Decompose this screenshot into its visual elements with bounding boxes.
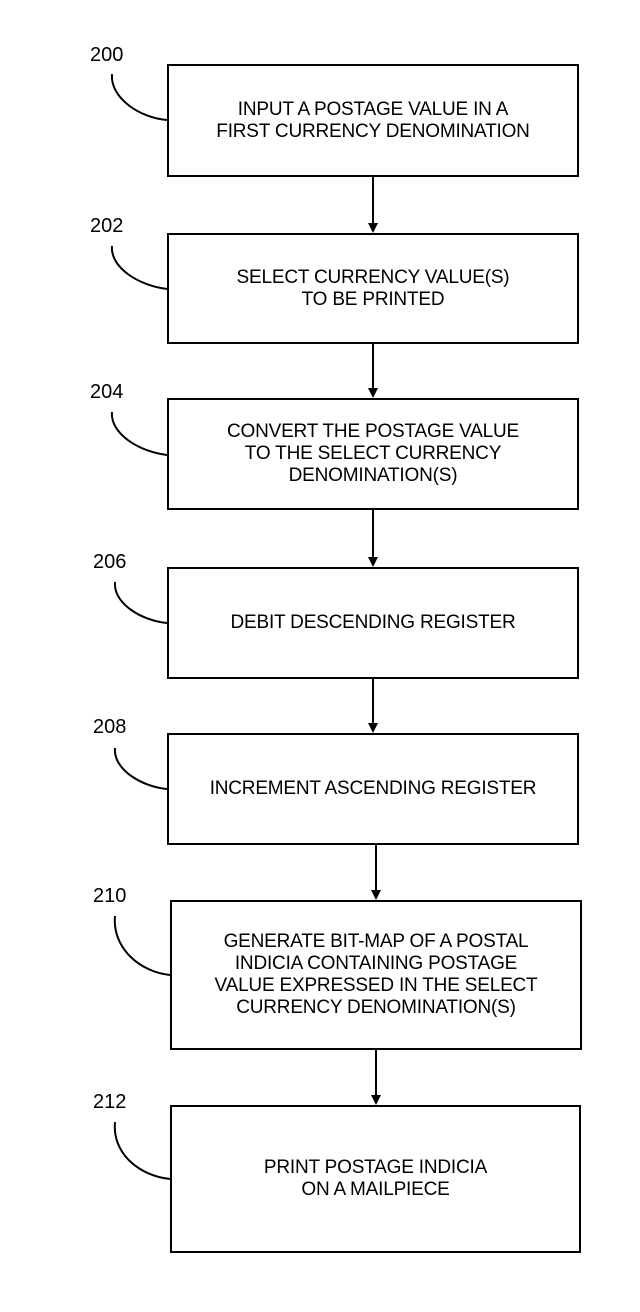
ref-label-202: 202: [90, 215, 123, 237]
step-text-204: CONVERT THE POSTAGE VALUE TO THE SELECT …: [227, 421, 519, 487]
step-text-208: INCREMENT ASCENDING REGISTER: [210, 778, 537, 800]
step-box-print-indicia: PRINT POSTAGE INDICIA ON A MAILPIECE: [170, 1105, 581, 1253]
step-box-debit-descending: DEBIT DESCENDING REGISTER: [167, 567, 579, 679]
leader-line-208: [115, 748, 167, 789]
step-text-200: INPUT A POSTAGE VALUE IN A FIRST CURRENC…: [216, 99, 529, 143]
step-text-206: DEBIT DESCENDING REGISTER: [231, 612, 516, 634]
step-text-202: SELECT CURRENCY VALUE(S) TO BE PRINTED: [237, 267, 510, 311]
leader-line-202: [112, 246, 167, 289]
ref-label-210: 210: [93, 885, 126, 907]
ref-label-204: 204: [90, 381, 123, 403]
leader-line-200: [112, 74, 167, 120]
step-box-convert-postage: CONVERT THE POSTAGE VALUE TO THE SELECT …: [167, 398, 579, 510]
leader-line-206: [115, 582, 167, 623]
ref-label-208: 208: [93, 716, 126, 738]
step-text-212: PRINT POSTAGE INDICIA ON A MAILPIECE: [264, 1157, 487, 1201]
leader-line-210: [115, 916, 170, 975]
step-box-input-postage-value: INPUT A POSTAGE VALUE IN A FIRST CURRENC…: [167, 64, 579, 177]
ref-label-200: 200: [90, 44, 123, 66]
leader-line-204: [112, 412, 167, 455]
ref-label-212: 212: [93, 1091, 126, 1113]
ref-label-206: 206: [93, 551, 126, 573]
step-box-select-currency: SELECT CURRENCY VALUE(S) TO BE PRINTED: [167, 233, 579, 344]
step-box-generate-bitmap: GENERATE BIT-MAP OF A POSTAL INDICIA CON…: [170, 900, 582, 1050]
step-box-increment-ascending: INCREMENT ASCENDING REGISTER: [167, 733, 579, 845]
step-text-210: GENERATE BIT-MAP OF A POSTAL INDICIA CON…: [215, 931, 538, 1019]
leader-line-212: [115, 1122, 170, 1179]
